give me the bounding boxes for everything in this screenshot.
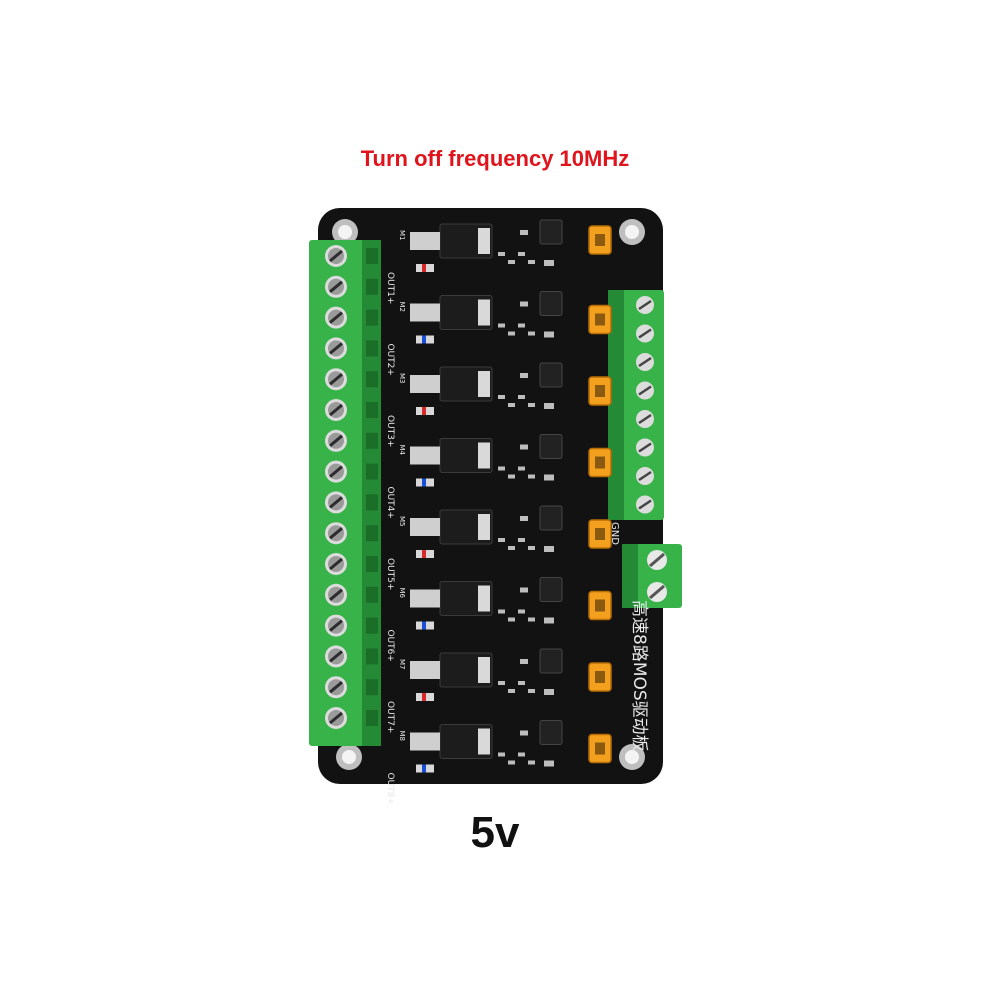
mosfet-label: M3 <box>398 373 406 384</box>
output-label: OUT2+ <box>385 344 395 376</box>
gnd-label: GND <box>609 522 620 545</box>
output-terminal-block <box>309 240 381 746</box>
mosfet-channel <box>410 362 612 415</box>
output-label: OUT7+ <box>385 701 395 733</box>
output-label: OUT8+ <box>385 773 395 805</box>
mosfet-label: M8 <box>398 731 406 742</box>
output-label: OUT5+ <box>385 558 395 590</box>
caption-voltage: 5v <box>470 808 520 857</box>
mosfet-channel <box>410 219 612 272</box>
mosfet-label: M5 <box>398 516 406 527</box>
input-terminal-block <box>608 290 664 520</box>
mosfet-channel <box>410 577 612 630</box>
caption-turn-off-frequency: Turn off frequency 10MHz <box>360 146 630 171</box>
mosfet-channel <box>410 648 612 701</box>
mosfet-label: M7 <box>398 659 406 670</box>
mosfet-channel <box>410 720 612 773</box>
mosfet-channel <box>410 291 612 344</box>
mosfet-label: M1 <box>398 230 406 241</box>
board-title-silkscreen: 高速8路MOS驱动板 <box>629 600 649 752</box>
pcb <box>318 208 663 784</box>
output-label: OUT1+ <box>385 272 395 304</box>
mosfet-label: M6 <box>398 588 406 599</box>
mounting-holes <box>332 219 645 770</box>
output-label: OUT4+ <box>385 487 395 519</box>
output-label: OUT6+ <box>385 630 395 662</box>
mosfet-label: M4 <box>398 445 406 456</box>
power-terminal <box>622 544 682 608</box>
output-label: OUT3+ <box>385 415 395 447</box>
mosfet-label: M2 <box>398 302 406 313</box>
mosfet-channel <box>410 505 612 558</box>
mosfet-channel <box>410 434 612 487</box>
